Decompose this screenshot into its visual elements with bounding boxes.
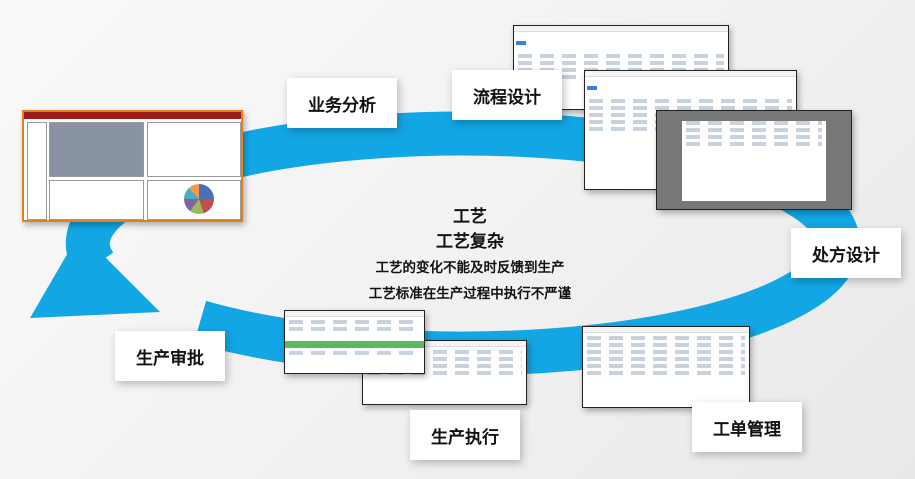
recipe-design-screenshot — [656, 110, 852, 210]
cycle-arrow-head — [30, 232, 160, 318]
stage-recipe-design: 处方设计 — [791, 228, 901, 278]
center-text: 工艺 工艺复杂 工艺的变化不能及时反馈到生产 工艺标准在生产过程中执行不严谨 — [340, 205, 600, 307]
stage-business-analysis: 业务分析 — [287, 78, 397, 128]
stage-process-design: 流程设计 — [452, 70, 562, 120]
stage-work-order-management: 工单管理 — [692, 402, 802, 452]
stage-production-execution: 生产执行 — [410, 410, 520, 460]
work-order-screenshot — [582, 326, 750, 408]
business-analysis-screenshot — [22, 110, 243, 222]
production-execution-screenshot — [284, 310, 425, 374]
center-title: 工艺 — [453, 207, 487, 227]
center-subtitle: 工艺复杂 — [436, 232, 504, 252]
stage-production-approval: 生产审批 — [115, 331, 225, 381]
center-line: 工艺标准在生产过程中执行不严谨 — [368, 286, 572, 302]
center-line: 工艺的变化不能及时反馈到生产 — [375, 260, 565, 276]
